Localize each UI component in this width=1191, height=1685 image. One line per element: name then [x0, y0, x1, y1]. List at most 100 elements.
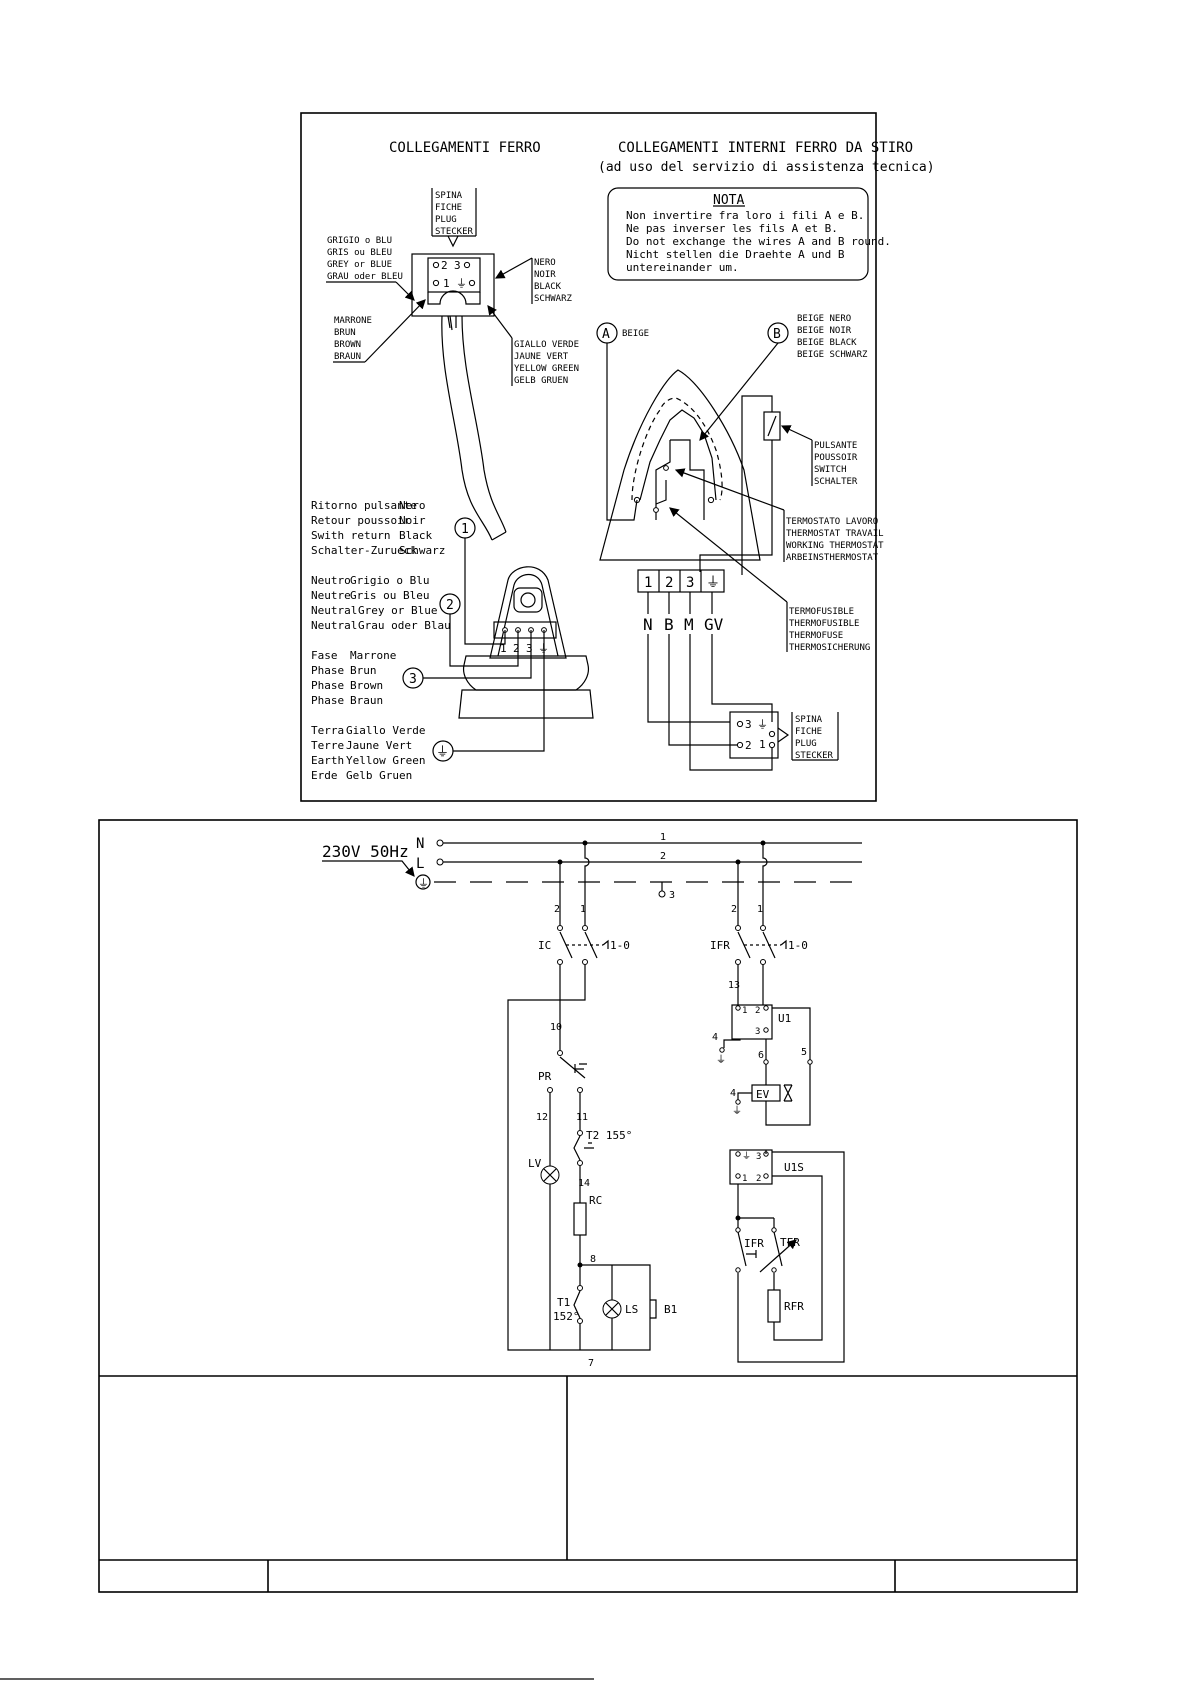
wire-12: 12 — [536, 1112, 548, 1123]
label-t1-temp: 152° — [553, 1310, 580, 1323]
brown-2: BRUN — [334, 328, 356, 338]
black-label: NERO NOIR BLACK SCHWARZ — [494, 257, 573, 304]
branch-left: 2 1 IC 1-0 10 PR 12 11 — [507, 840, 677, 1369]
label-t1: T1 — [557, 1296, 570, 1309]
brown-3: BROWN — [334, 340, 361, 350]
neutral-1-b: Grigio o Blu — [350, 574, 429, 587]
wire-3: 3 — [669, 890, 675, 901]
title-left: COLLEGAMENTI FERRO — [389, 140, 541, 156]
terminal-block-1: 1 — [644, 575, 652, 591]
neutral-3-a: Neutral — [311, 604, 357, 617]
plug-bottom-terminal-1: 1 — [759, 738, 766, 751]
iron-handle-connector: 1 2 3 ⏚ — [423, 538, 594, 752]
label-u1s: U1S — [784, 1161, 804, 1174]
wire-1: 1 — [660, 832, 666, 843]
plug-bottom: 3 ⏚ 1 2 SPINA FICHE PLUG STECKER — [729, 711, 839, 761]
neutral-2-b: Gris ou Bleu — [350, 589, 429, 602]
grey-blue-1: GRIGIO o BLU — [327, 236, 392, 246]
phase-legend: Fase Marrone Phase Brun Phase Brown Phas… — [311, 649, 396, 707]
plug-bottom-earth: ⏚ — [757, 718, 768, 731]
plug-top-earth-symbol: ⏚ — [456, 277, 467, 290]
cable — [441, 315, 507, 541]
label-ifr-2: IFR — [744, 1237, 764, 1250]
earth-2-a: Terre — [311, 739, 344, 752]
return-legend: Ritorno pulsante Nero Retour poussoir No… — [311, 499, 445, 557]
module-u1 — [731, 1004, 773, 1040]
label-pr: PR — [538, 1070, 552, 1083]
thermofuse-2: THERMOFUSIBLE — [789, 619, 859, 629]
wire-right-2: 2 — [731, 904, 737, 915]
wire-8: 8 — [590, 1254, 596, 1265]
return-3-a: Swith return — [311, 529, 390, 542]
return-4-b: Schwarz — [399, 544, 445, 557]
plug-bottom-terminal-3: 3 — [745, 718, 752, 731]
button-4: SCHALTER — [814, 477, 858, 487]
phase-1-a: Fase — [311, 649, 338, 662]
u1s-t2: 2 — [756, 1174, 761, 1184]
grey-blue-label: GRIGIO o BLU GRIS ou BLEU GREY or BLUE G… — [326, 236, 415, 301]
thermofuse-4: THERMOSICHERUNG — [789, 643, 870, 653]
thermofuse-3: THERMOFUSE — [789, 631, 843, 641]
label-ic-pos: 1-0 — [610, 939, 630, 952]
button-1: PULSANTE — [814, 441, 857, 451]
phase-2-b: Brun — [350, 664, 377, 677]
plug-top-3: PLUG — [435, 215, 457, 225]
neutral-4-b: Grau oder Blau — [358, 619, 451, 632]
plug-bottom-4: STECKER — [795, 751, 834, 761]
resistor-rc — [573, 1202, 587, 1236]
nota-line-3: Do not exchange the wires A and B round. — [626, 235, 891, 248]
wire-letter-b: B — [664, 615, 674, 634]
u1s-t3: 3 — [756, 1152, 761, 1162]
label-rfr: RFR — [784, 1300, 804, 1313]
u1s-earth: ⏚ — [742, 1151, 751, 1162]
return-2-b: Noir — [399, 514, 426, 527]
thermostat-4: ARBEINSTHERMOSTAT — [786, 553, 879, 563]
grey-blue-4: GRAU oder BLEU — [327, 272, 403, 282]
wire-right-1: 1 — [757, 904, 763, 915]
u1-t2: 2 — [755, 1006, 760, 1016]
wire-4b: 4 — [730, 1088, 736, 1099]
grey-blue-3: GREY or BLUE — [327, 260, 392, 270]
yellow-green-label: GIALLO VERDE JAUNE VERT YELLOW GREEN GEL… — [487, 305, 579, 386]
label-ev: EV — [756, 1088, 770, 1101]
nota-line-5: untereinander um. — [626, 261, 739, 274]
nota-box — [607, 187, 869, 281]
thermostat-2: THERMOSTAT TRAVAIL — [786, 529, 884, 539]
wire-b-text-1: BEIGE NERO — [797, 314, 851, 324]
black-3: BLACK — [534, 282, 562, 292]
neutral-4-a: Neutral — [311, 619, 357, 632]
callout-3: 3 — [409, 672, 417, 687]
black-4: SCHWARZ — [534, 294, 573, 304]
earth-2-b: Jaune Vert — [346, 739, 412, 752]
electrical-schematic-sheet: 230V 50Hz N L ⏚ 1 2 3 2 1 IC — [98, 819, 1078, 1593]
wire-2: 2 — [660, 851, 666, 862]
earth-callout-icon: ⏚ — [436, 745, 449, 760]
earth-4-b: Gelb Gruen — [346, 769, 412, 782]
title-right: COLLEGAMENTI INTERNI FERRO DA STIRO — [618, 140, 913, 156]
label-t2: T2 155° — [586, 1129, 632, 1142]
callout-1: 1 — [461, 522, 469, 537]
yellow-green-1: GIALLO VERDE — [514, 340, 579, 350]
plug-bottom-3: PLUG — [795, 739, 817, 749]
earth-3-a: Earth — [311, 754, 344, 767]
plug-bottom-2: FICHE — [795, 727, 822, 737]
label-lv: LV — [528, 1157, 542, 1170]
thermostat-label: TERMOSTATO LAVORO THERMOSTAT TRAVAIL WOR… — [674, 468, 884, 563]
plug-top-terminal-1: 1 — [443, 277, 450, 290]
schematic-frame — [98, 819, 1078, 1593]
neutral-legend: Neutro Grigio o Blu Neutre Gris ou Bleu … — [311, 574, 451, 632]
thermostat-1: TERMOSTATO LAVORO — [786, 517, 878, 527]
label-u1: U1 — [778, 1012, 791, 1025]
phase-3-b: Brown — [350, 679, 383, 692]
earth-4-a: Erde — [311, 769, 338, 782]
terminal-block-3: 3 — [686, 575, 694, 591]
wire-6: 6 — [758, 1050, 764, 1061]
wire-left-2: 2 — [554, 904, 560, 915]
iron-soleplate — [599, 342, 781, 575]
grey-blue-2: GRIS ou BLEU — [327, 248, 392, 258]
nota-line-2: Ne pas inverser les fils A et B. — [626, 222, 838, 235]
phase-1-b: Marrone — [350, 649, 396, 662]
ground-icon-2: ⏚ — [732, 1105, 742, 1117]
yellow-green-4: GELB GRUEN — [514, 376, 568, 386]
